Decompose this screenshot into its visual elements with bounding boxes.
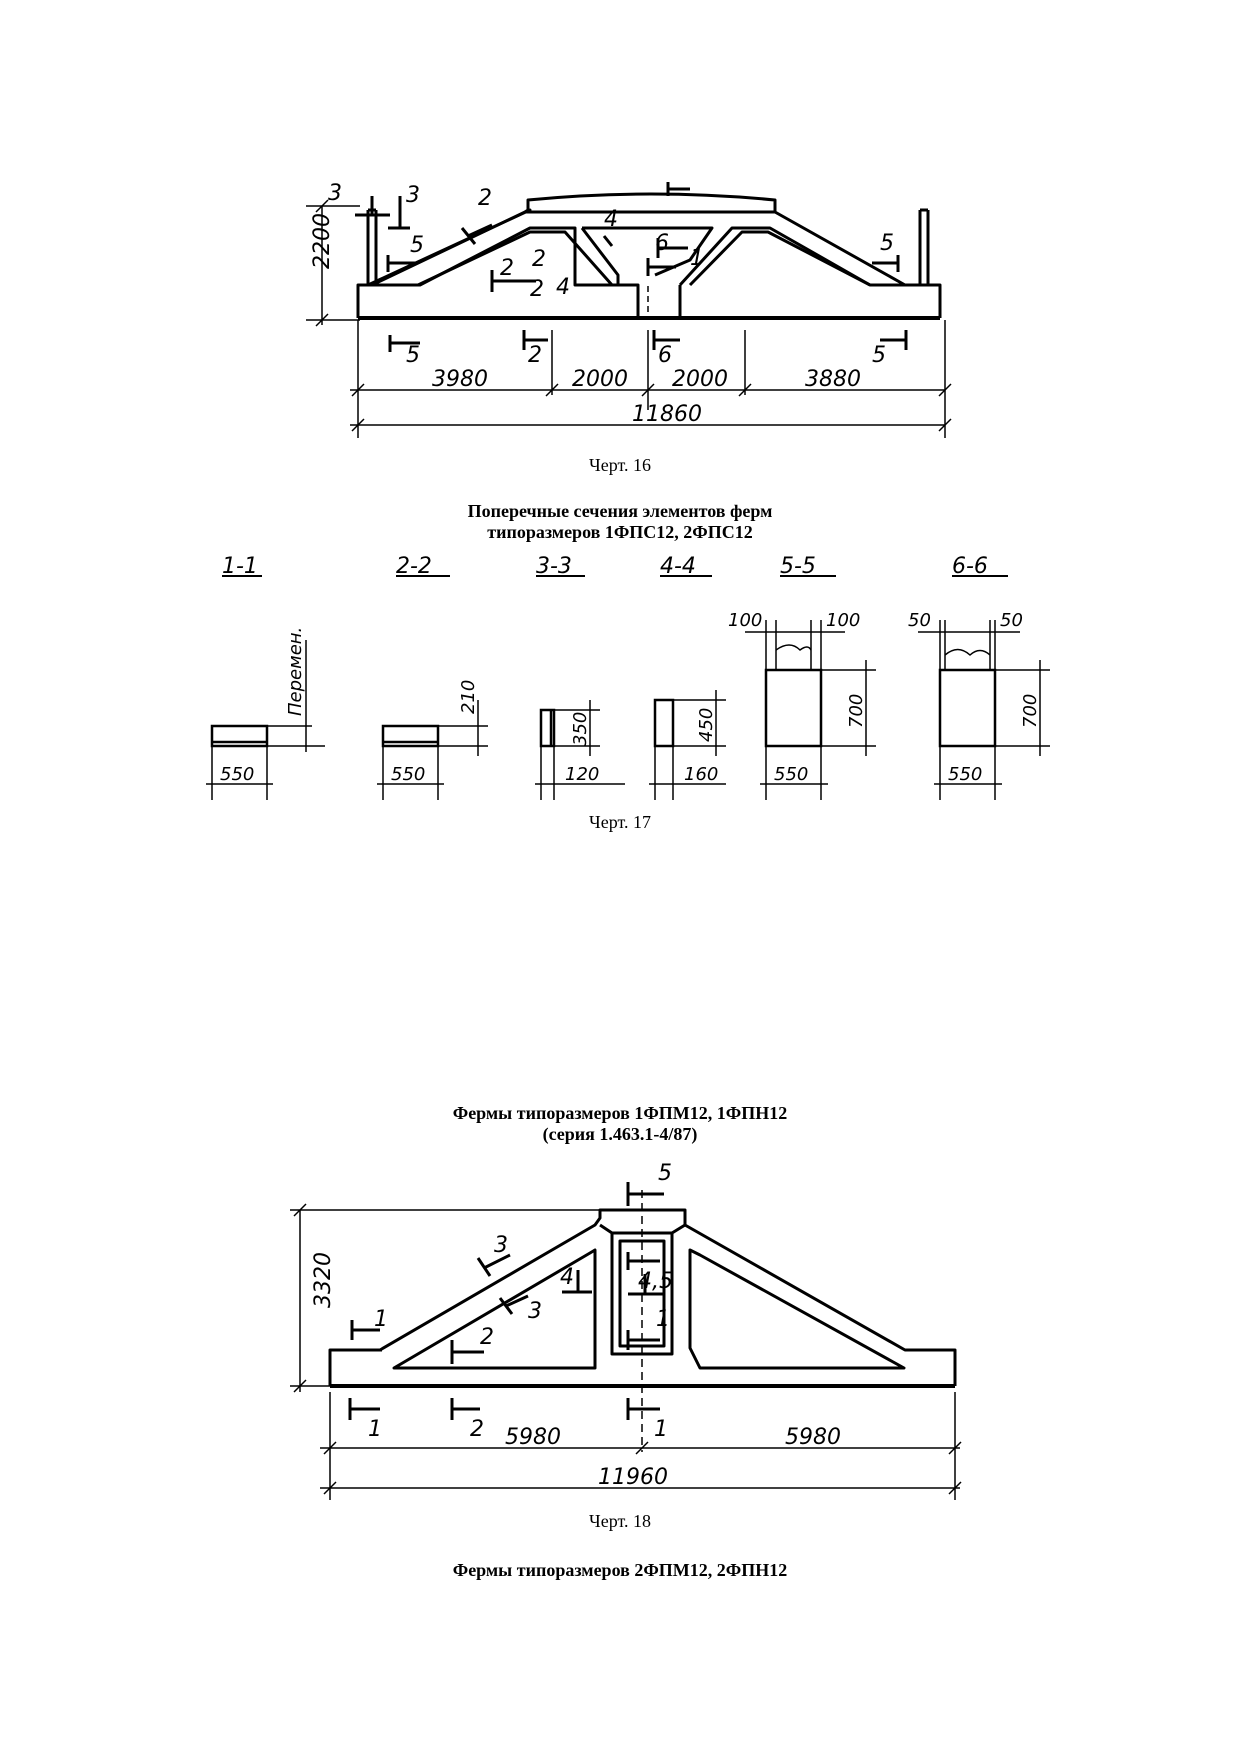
section-mark: 3 [494, 1233, 508, 1258]
figure-17-heading-line-2: типоразмеров 1ФПС12, 2ФПС12 [487, 522, 753, 542]
section-6-left-offset: 50 [908, 610, 931, 631]
section-mark: 6 [655, 231, 669, 256]
section-2-height: 210 [458, 680, 479, 714]
section-mark: 1 [690, 246, 704, 271]
section-mark: 2 [530, 277, 544, 302]
section-title-2-2: 2-2 [396, 554, 432, 579]
section-mark: 2 [528, 343, 542, 368]
section-mark: 2 [480, 1325, 494, 1350]
section-mark: 2 [470, 1417, 484, 1442]
dim-total-label: 11960 [598, 1465, 668, 1490]
figure-17-caption: Черт. 17 [589, 812, 651, 832]
figure-17-sections-drawing: 1-1 2-2 3-3 4-4 5-5 6-6 [206, 554, 1050, 800]
figure-17-heading: Поперечные сечения элементов ферм типора… [0, 501, 1240, 543]
dim-label-2: 2000 [572, 367, 628, 392]
dim-height-label: 3320 [311, 1252, 336, 1308]
dim-label-4: 3880 [805, 367, 861, 392]
section-title-3-3: 3-3 [536, 554, 572, 579]
section-5-height: 700 [846, 694, 867, 728]
dim-label-left: 5980 [505, 1425, 561, 1450]
figure-18-heading-line-2: (серия 1.463.1-4/87) [542, 1124, 698, 1144]
section-6-height: 700 [1020, 694, 1041, 728]
section-5-width: 550 [774, 764, 808, 785]
section-mark: 2 [500, 256, 514, 281]
dim-total-label: 11860 [632, 402, 702, 427]
figure-18-truss-drawing: 3320 5980 5980 11960 5 3 4 4,5 1 2 3 1 1… [290, 1161, 962, 1500]
figure-19-heading: Фермы типоразмеров 2ФПМ12, 2ФПН12 [452, 1560, 788, 1580]
figure-18-caption: Черт. 18 [589, 1511, 651, 1531]
dim-label-right: 5980 [785, 1425, 841, 1450]
section-mark: 1 [654, 1417, 668, 1442]
figure-16-caption: Черт. 16 [589, 455, 651, 475]
section-2-width: 550 [391, 764, 425, 785]
section-title-5-5: 5-5 [780, 554, 816, 579]
figure-16-truss-drawing: 2200 3980 2000 2000 3880 11860 3 3 2 5 2… [306, 181, 952, 438]
dim-label-3: 2000 [672, 367, 728, 392]
figure-18-heading: Фермы типоразмеров 1ФПМ12, 1ФПН12 (серия… [0, 1103, 1240, 1145]
section-mark: 3 [528, 1299, 542, 1324]
section-1-width: 550 [220, 764, 254, 785]
figure-17-heading-line-1: Поперечные сечения элементов ферм [467, 501, 773, 521]
section-title-4-4: 4-4 [660, 554, 696, 579]
section-mark: 5 [658, 1161, 672, 1186]
section-mark: 1 [374, 1307, 388, 1332]
section-mark: 2 [478, 186, 492, 211]
section-3-width: 120 [565, 764, 599, 785]
dim-height-label: 2200 [310, 213, 335, 269]
section-mark: 4 [604, 207, 618, 232]
section-mark: 5 [410, 233, 424, 258]
section-title-1-1: 1-1 [222, 554, 258, 579]
figure-18-heading-line-1: Фермы типоразмеров 1ФПМ12, 1ФПН12 [452, 1103, 788, 1123]
section-3-height: 350 [570, 712, 591, 746]
section-mark: 4,5 [638, 1269, 673, 1294]
section-6-width: 550 [948, 764, 982, 785]
section-mark: 4 [556, 275, 570, 300]
section-1-height: Перемен. [285, 627, 306, 716]
section-mark: 5 [406, 343, 420, 368]
section-5-left-offset: 100 [728, 610, 762, 631]
section-4-width: 160 [684, 764, 718, 785]
dim-label-1: 3980 [432, 367, 488, 392]
section-mark: 2 [532, 247, 546, 272]
section-mark: 3 [328, 181, 342, 206]
section-6-right-offset: 50 [1000, 610, 1023, 631]
section-mark: 1 [368, 1417, 382, 1442]
section-mark: 1 [656, 1307, 670, 1332]
section-mark: 6 [658, 343, 672, 368]
section-mark: 5 [872, 343, 886, 368]
section-4-height: 450 [696, 708, 717, 742]
section-mark: 3 [406, 183, 420, 208]
section-mark: 4 [560, 1265, 574, 1290]
section-title-6-6: 6-6 [952, 554, 988, 579]
section-mark: 5 [880, 231, 894, 256]
section-5-right-offset: 100 [826, 610, 860, 631]
